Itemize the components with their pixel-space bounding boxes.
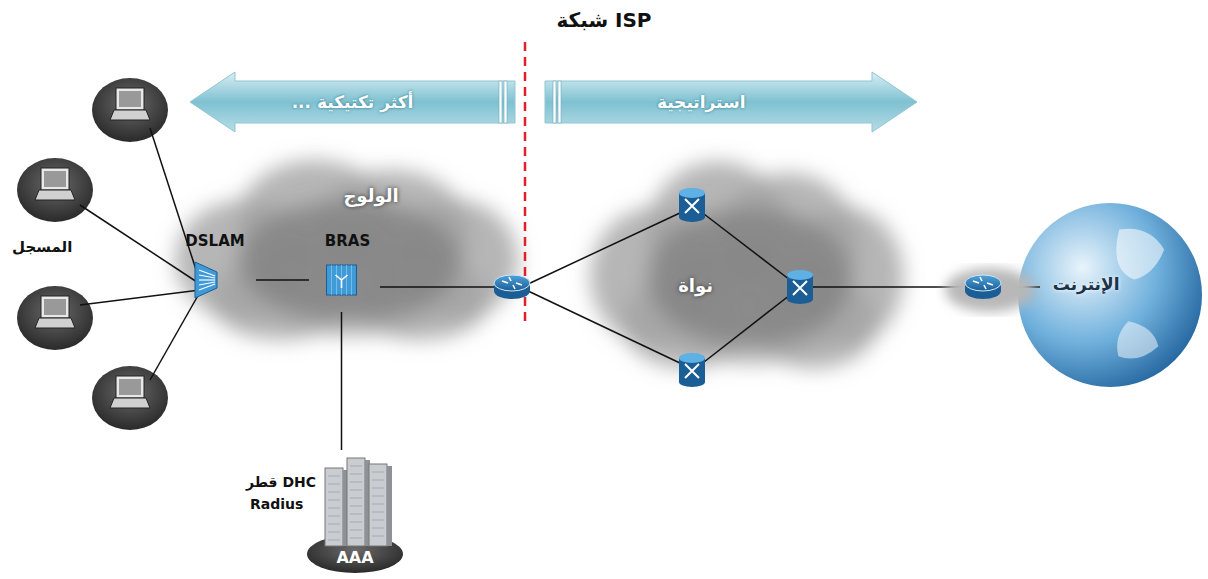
tactical-arrow: أكثر تكتيكية ...	[190, 72, 515, 132]
dhcp-label: قطر DHC	[246, 474, 316, 490]
subscriber-label: المسجل	[12, 238, 72, 256]
aaa-server: AAA	[305, 450, 405, 574]
node-label: AAA	[336, 548, 373, 567]
core-switch-symbol	[679, 188, 705, 222]
internet-globe: الإنترنت	[1018, 186, 1202, 404]
node-label: الإنترنت	[1053, 274, 1120, 294]
router-symbol	[494, 275, 530, 299]
node-label: الولوج	[343, 185, 398, 207]
dslam-device: DSLAM	[174, 232, 256, 312]
access-cloud-shape	[175, 150, 525, 350]
node-label: BRAS	[309, 232, 386, 250]
radius-label: Radius	[250, 496, 303, 512]
node-label: نواة	[678, 275, 713, 297]
router-symbol	[965, 275, 1001, 299]
dslam-symbol	[174, 250, 244, 310]
access-cloud: الولوج DSLAM BRAS	[175, 150, 525, 350]
bras-device: BRAS	[309, 232, 386, 312]
internet-globe-shape	[1018, 186, 1202, 404]
node-label: استراتيجية	[657, 92, 746, 112]
core-switch-symbol	[787, 270, 813, 304]
core-cloud: نواة	[590, 150, 910, 380]
node-label: DSLAM	[174, 232, 256, 250]
core-switch-symbol	[679, 353, 705, 387]
link-line	[341, 312, 343, 450]
strategic-arrow: استراتيجية	[545, 72, 917, 132]
diagram-title: شبكة ISP	[556, 8, 651, 32]
network-links	[80, 128, 1040, 380]
internet-cloud	[945, 268, 1035, 312]
core-cloud-shape	[590, 150, 910, 380]
bras-symbol	[309, 250, 374, 310]
node-label: أكثر تكتيكية ...	[292, 92, 414, 112]
link-line	[256, 279, 309, 281]
